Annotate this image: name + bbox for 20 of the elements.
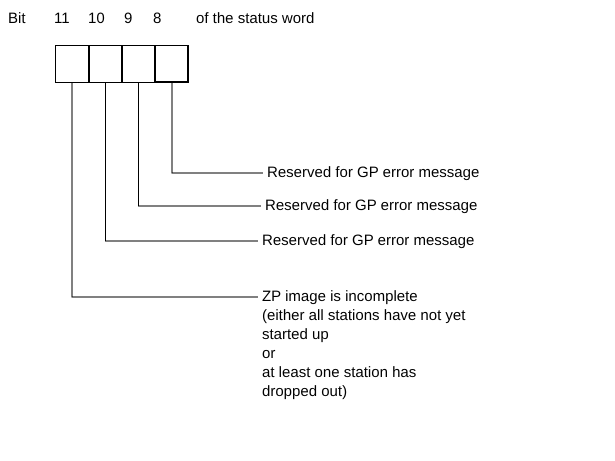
caption-text: of the status word [196, 10, 314, 27]
bit-description: Reserved for GP error message [262, 231, 602, 250]
description-text: at least one station has dropped out) [262, 363, 418, 401]
bit-number: 10 [88, 10, 105, 27]
bit-label: Bit [8, 10, 26, 27]
bit-number: 11 [54, 10, 70, 27]
bit-cell [89, 45, 122, 83]
bit-cell [155, 45, 189, 83]
bit-number: 8 [153, 10, 162, 27]
description-text: ZP image is incomplete [262, 287, 419, 306]
leader-line [138, 82, 262, 206]
bit-number: 9 [124, 10, 132, 27]
leader-line [172, 82, 264, 174]
bit-cell [122, 45, 155, 83]
bit-description: Reserved for GP error message [267, 163, 607, 182]
bit-description: Reserved for GP error message [265, 196, 605, 215]
leader-line [72, 82, 258, 298]
bit-cell [55, 45, 89, 83]
leader-line [105, 82, 258, 242]
description-text: or [262, 344, 276, 363]
